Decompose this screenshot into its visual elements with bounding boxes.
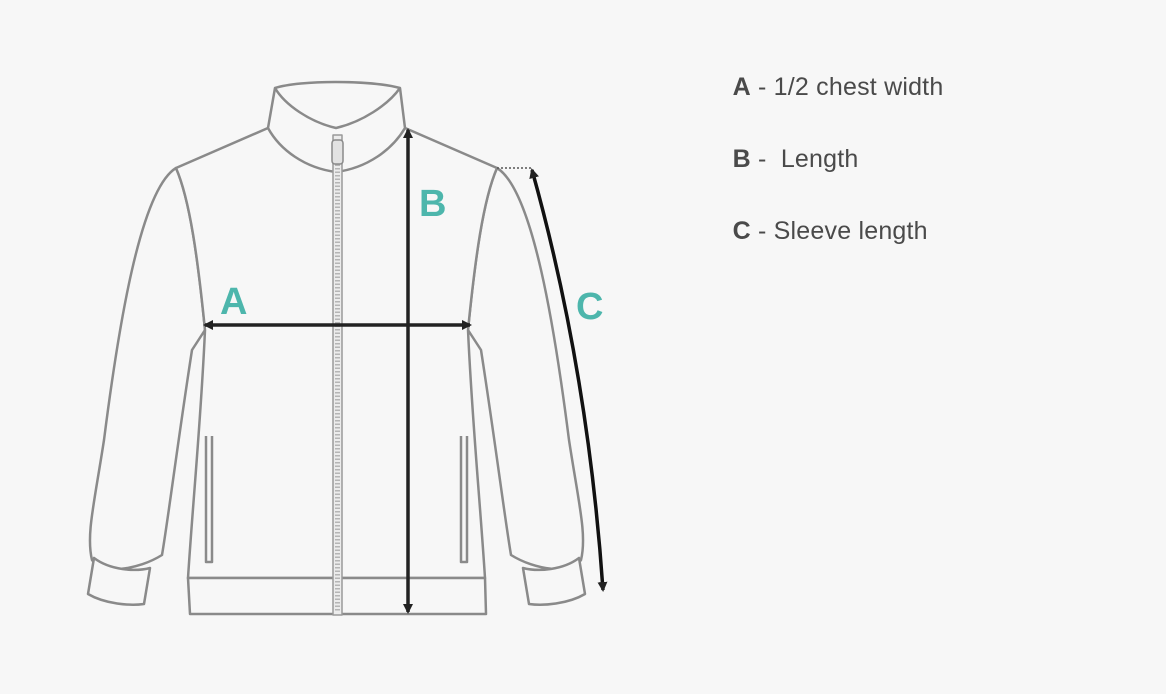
legend-text-b: - Length	[750, 145, 859, 173]
right-pocket	[459, 436, 469, 564]
legend-item-c: C - Sleeve length	[704, 174, 943, 246]
legend-item-b: B - Length	[704, 102, 943, 174]
left-sleeve	[88, 166, 207, 571]
right-sleeve	[466, 166, 585, 571]
collar-inner	[273, 87, 402, 130]
jacket-outline	[86, 80, 587, 616]
marker-c-label: C	[576, 286, 603, 328]
measure-c-arrow	[529, 168, 608, 592]
measurement-legend: A - 1/2 chest width B - Length C - Sleev…	[704, 30, 944, 246]
legend-letter-c: C	[732, 217, 751, 245]
zipper-pull	[331, 139, 344, 165]
legend-text-a: - 1/2 chest width	[750, 73, 944, 101]
legend-letter-b: B	[732, 145, 751, 173]
legend-item-a: A - 1/2 chest width	[704, 30, 944, 102]
legend-letter-a: A	[732, 73, 751, 101]
legend-text-c: - Sleeve length	[750, 217, 928, 245]
left-pocket	[204, 436, 214, 564]
jacket-diagram: A B C	[86, 80, 608, 616]
marker-b-label: B	[419, 183, 446, 225]
marker-a-label: A	[220, 281, 247, 323]
left-cuff	[86, 556, 152, 606]
